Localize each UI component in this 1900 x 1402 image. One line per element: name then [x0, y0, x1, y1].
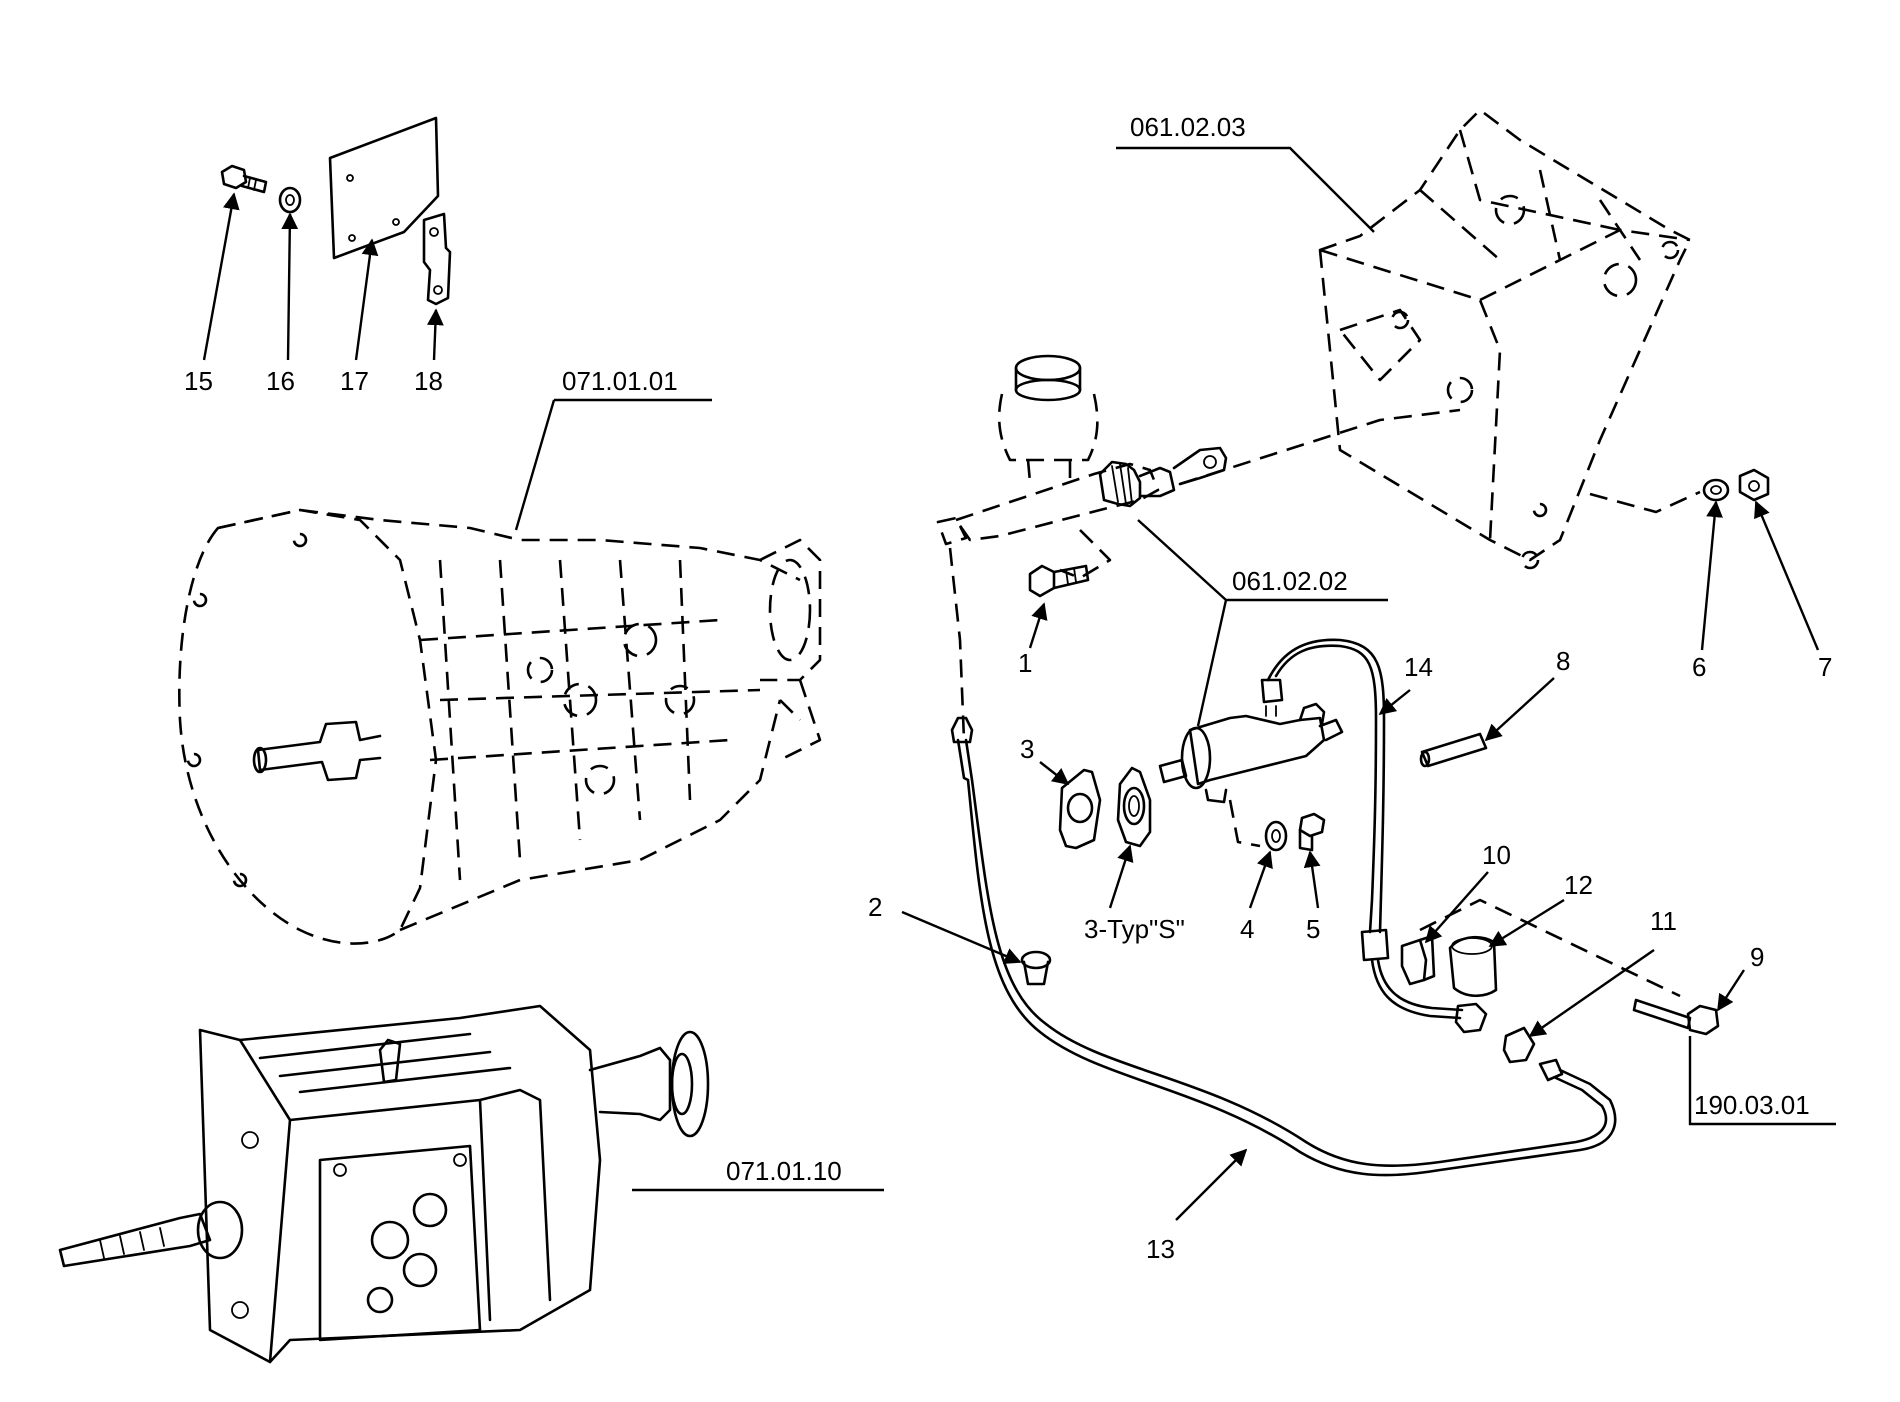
pin-8-icon	[1419, 732, 1488, 768]
gearbox-071-01-10	[58, 1004, 710, 1364]
washer-16-icon	[278, 186, 302, 214]
bolt-9-icon	[1632, 998, 1720, 1036]
ref-190-03-01: 190.03.01	[1694, 1090, 1810, 1120]
part-label-18: 18	[414, 366, 443, 396]
part-label-17: 17	[340, 366, 369, 396]
part-label-9: 9	[1750, 942, 1764, 972]
hose-14	[1260, 638, 1488, 1034]
part-label-14: 14	[1404, 652, 1433, 682]
plug-2-icon	[1020, 950, 1052, 986]
part-label-6: 6	[1692, 652, 1706, 682]
ref-071-01-01: 071.01.01	[562, 366, 678, 396]
part-label-10: 10	[1482, 840, 1511, 870]
bolt-5-icon	[1298, 812, 1326, 852]
small-parts-group	[202, 116, 452, 361]
labels: 061.02.03 071.01.01 061.02.02 071.01.10 …	[184, 112, 1832, 1264]
gasket-3-typ-s-icon	[1116, 766, 1152, 848]
part-label-16: 16	[266, 366, 295, 396]
washer-4-icon	[1264, 820, 1288, 852]
part-label-12: 12	[1564, 870, 1593, 900]
gearbox-071-01-01	[178, 508, 822, 945]
clamp-bolt-dashed-line	[1419, 898, 1681, 998]
part-label-8: 8	[1556, 646, 1570, 676]
pipe-13	[950, 716, 1617, 1177]
part-label-15: 15	[184, 366, 213, 396]
leaders	[901, 500, 1820, 1221]
slave-cylinder	[1158, 702, 1344, 848]
bracket-18-icon	[422, 212, 452, 306]
clamp-10-icon	[1400, 934, 1436, 986]
sleeve-12-icon	[1448, 935, 1498, 998]
part-label-4: 4	[1240, 914, 1254, 944]
bolt-15-icon	[220, 164, 268, 194]
washer-6-icon	[1702, 478, 1730, 502]
part-label-2: 2	[868, 892, 882, 922]
part-label-7: 7	[1818, 652, 1832, 682]
ref-061-02-02: 061.02.02	[1232, 566, 1348, 596]
part-label-3-typ-s: 3-Typ"S"	[1084, 914, 1185, 944]
bell-housing-061-02-03	[1318, 108, 1692, 570]
master-cylinder	[936, 354, 1461, 741]
ref-061-02-03: 061.02.03	[1130, 112, 1246, 142]
part-label-1: 1	[1018, 648, 1032, 678]
part-label-3: 3	[1020, 734, 1034, 764]
part-label-11: 11	[1650, 906, 1677, 936]
part-label-5: 5	[1306, 914, 1320, 944]
bolt-1-icon	[1028, 564, 1090, 598]
reference-lines	[514, 146, 1836, 1192]
clip-11-icon	[1502, 1026, 1536, 1064]
nut-7-icon	[1738, 468, 1770, 502]
gasket-3-icon	[1058, 768, 1102, 850]
ref-071-01-10: 071.01.10	[726, 1156, 842, 1186]
housing-stud-dashed-line	[1589, 490, 1701, 514]
plate-17-icon	[328, 116, 440, 260]
part-label-13: 13	[1146, 1234, 1175, 1264]
